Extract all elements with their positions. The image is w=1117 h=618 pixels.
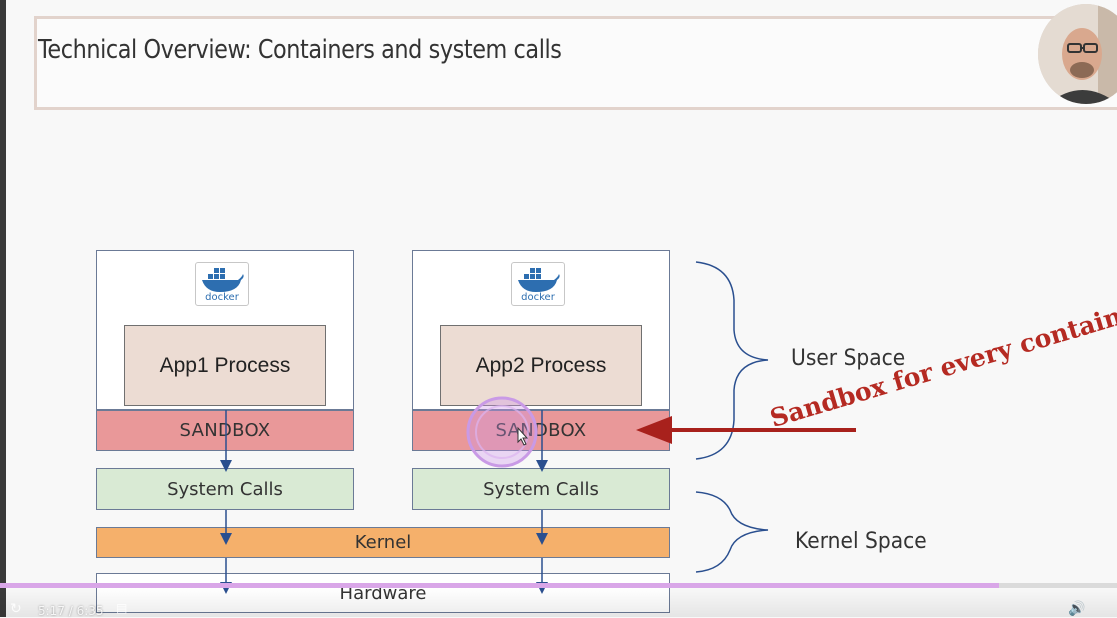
kernel-bar: Kernel <box>96 527 670 558</box>
window-edge <box>0 0 6 617</box>
presenter-avatar-icon <box>1038 4 1117 104</box>
docker-logo: docker <box>511 262 565 306</box>
container-2-box: docker App2 Process <box>412 250 670 410</box>
slide-title-box <box>34 16 1117 110</box>
video-progress-bar[interactable] <box>0 583 1117 588</box>
slide-title: Technical Overview: Containers and syste… <box>38 35 562 65</box>
app2-process-box: App2 Process <box>440 325 642 406</box>
user-space-brace <box>695 261 769 460</box>
flow-connectors <box>220 410 548 594</box>
volume-icon[interactable]: 🔊 <box>1068 600 1086 616</box>
kernel-space-label: Kernel Space <box>795 529 927 554</box>
sandbox-1: SANDBOX <box>96 410 354 451</box>
app1-process-box: App1 Process <box>124 325 326 406</box>
video-time: 5:17 / 6:35 <box>38 604 104 618</box>
docker-logo-text: docker <box>521 292 555 303</box>
container-1-box: docker App1 Process <box>96 250 354 410</box>
captions-icon[interactable]: ▤ <box>116 601 128 615</box>
kernel-space-brace <box>695 491 769 573</box>
presenter-webcam <box>1038 4 1117 104</box>
cursor-highlight <box>466 396 538 468</box>
docker-whale-icon <box>518 268 560 292</box>
video-controls: ↻ 5:17 / 6:35 ▤ 🔊 <box>0 588 1117 618</box>
docker-logo: docker <box>195 262 249 306</box>
docker-logo-text: docker <box>205 292 239 303</box>
docker-whale-icon <box>202 268 244 292</box>
replay-icon[interactable]: ↻ <box>10 600 22 616</box>
video-progress-fill <box>0 583 999 588</box>
user-space-label: User Space <box>791 346 906 371</box>
annotation-arrow-head <box>636 416 672 444</box>
system-calls-2: System Calls <box>412 468 670 510</box>
mouse-cursor-icon <box>517 426 529 446</box>
hardware-bar: Hardware <box>96 573 670 613</box>
